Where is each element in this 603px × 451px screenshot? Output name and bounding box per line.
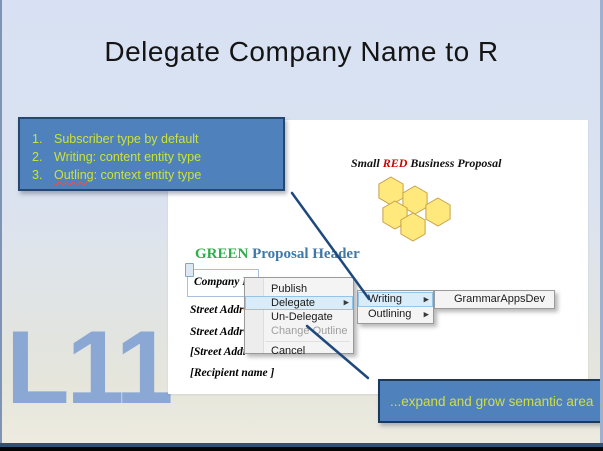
field-street-address-3: [Street Addr bbox=[190, 346, 248, 358]
menu-item-publish[interactable]: Publish bbox=[271, 283, 308, 295]
list-number: 3. bbox=[32, 168, 43, 182]
proposal-title: Small RED Business Proposal bbox=[351, 156, 501, 171]
hexagon-shape bbox=[425, 197, 451, 227]
list-number: 1. bbox=[32, 132, 43, 146]
screen-bottom-edge bbox=[0, 447, 603, 451]
list-item: 1. Subscriber type by default bbox=[32, 130, 277, 148]
hexagon-shape bbox=[378, 176, 404, 206]
slide-bottom-border bbox=[0, 443, 603, 447]
menu-item-label: Delegate bbox=[271, 297, 316, 309]
document-section-header: GREEN Proposal Header bbox=[195, 246, 360, 263]
annotation-list-callout: 1. Subscriber type by default 2. Writing… bbox=[18, 117, 285, 191]
menu-separator bbox=[265, 341, 350, 342]
hexagon-shape bbox=[400, 212, 426, 242]
list-text: Subscriber type by default bbox=[54, 132, 199, 146]
list-text-rest: : context entity type bbox=[93, 168, 202, 182]
content-control-tag-icon[interactable] bbox=[185, 263, 194, 277]
lesson-watermark: L11 bbox=[6, 310, 173, 426]
submenu-arrow-icon: ▶ bbox=[423, 296, 429, 303]
header-green-word: GREEN bbox=[195, 246, 249, 262]
menu-item-writing[interactable]: Writing ▶ bbox=[358, 292, 433, 307]
context-menu: Publish Delegate ▶ Un-Delegate Change Ou… bbox=[244, 277, 354, 357]
list-number: 2. bbox=[32, 150, 43, 164]
expand-note-text: ...expand and grow semantic area bbox=[390, 393, 594, 409]
field-street-address-1: Street Addr bbox=[190, 304, 244, 316]
menu-item-change-outline: Change Outline bbox=[271, 325, 348, 337]
header-rest: Proposal Header bbox=[248, 246, 360, 262]
expand-area-callout: ...expand and grow semantic area bbox=[378, 379, 603, 423]
list-text: Writing: content entity type bbox=[54, 150, 202, 164]
list-text: Outling: context entity type bbox=[54, 166, 201, 184]
field-street-address-2: Street Addr bbox=[190, 326, 244, 338]
slide-right-border bbox=[600, 0, 603, 451]
menu-item-cancel[interactable]: Cancel bbox=[271, 345, 306, 357]
submenu-arrow-icon: ▶ bbox=[423, 311, 429, 318]
menu-item-grammarappsdev[interactable]: GrammarAppsDev bbox=[453, 293, 546, 305]
misspelled-word: Outling bbox=[54, 168, 94, 182]
menu-item-label: Outlining bbox=[368, 308, 412, 320]
proposal-title-rest: Business Proposal bbox=[407, 156, 502, 170]
menu-item-delegate[interactable]: Delegate ▶ bbox=[245, 296, 353, 310]
word-document-preview: Small RED Business Proposal GREEN Propos… bbox=[168, 120, 588, 394]
slide-left-border bbox=[0, 0, 2, 451]
list-item: 2. Writing: content entity type bbox=[32, 148, 277, 166]
menu-item-un-delegate[interactable]: Un-Delegate bbox=[271, 311, 333, 323]
honeycomb-logo bbox=[378, 176, 451, 242]
menu-item-label: Writing bbox=[368, 293, 403, 305]
list-item: 3. Outling: context entity type bbox=[32, 166, 277, 184]
field-company-name: Company N bbox=[194, 276, 251, 288]
slide-title: Delegate Company Name to R bbox=[104, 36, 499, 67]
delegate-submenu: Writing ▶ Outlining ▶ bbox=[357, 290, 434, 324]
menu-item-outlining[interactable]: Outlining ▶ bbox=[358, 307, 433, 322]
writing-submenu: GrammarAppsDev bbox=[434, 290, 555, 309]
proposal-title-small: Small bbox=[351, 156, 383, 170]
proposal-title-red: RED bbox=[382, 156, 408, 170]
field-recipient-name: [Recipient name ] bbox=[190, 367, 275, 379]
submenu-arrow-icon: ▶ bbox=[343, 299, 349, 307]
